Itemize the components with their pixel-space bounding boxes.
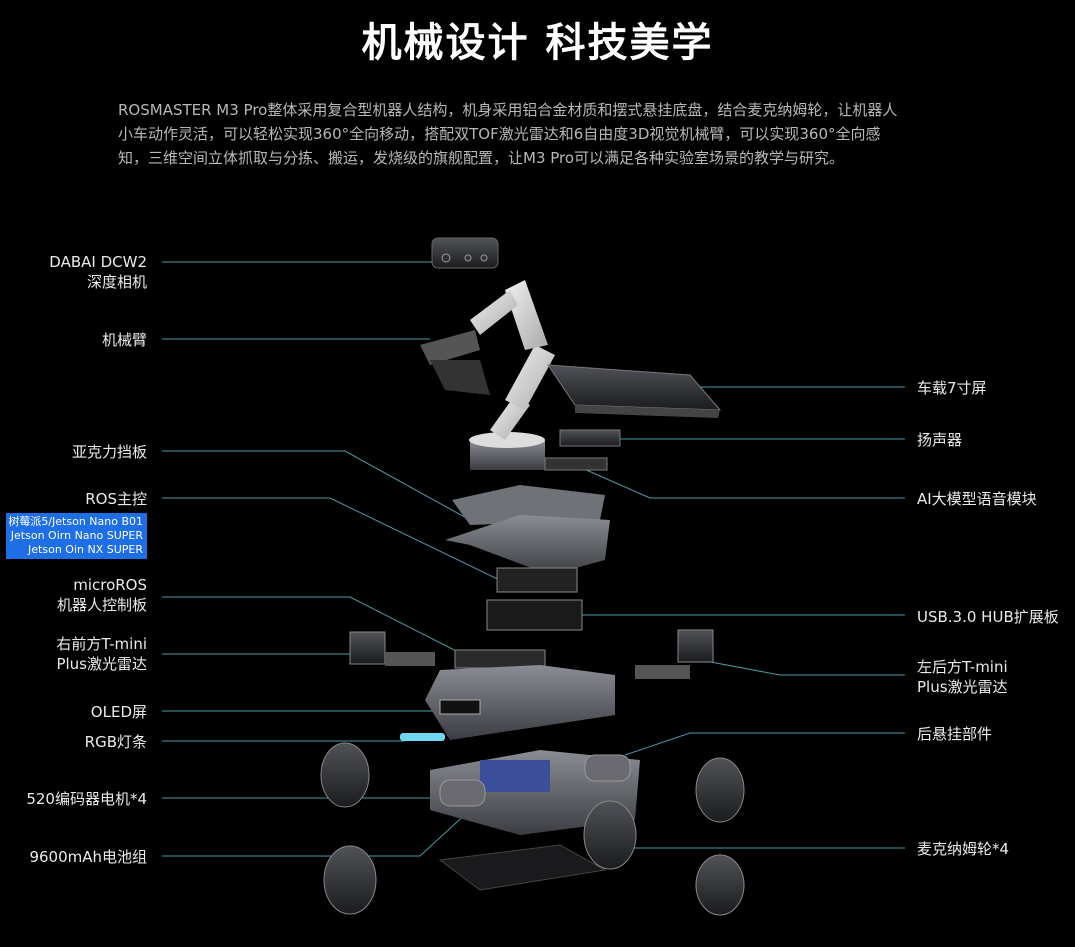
label-rear-lidar-line1: 左后方T-mini — [917, 658, 1008, 676]
ros-option-1: 树莓派5/Jetson Nano B01 — [8, 515, 143, 528]
label-ai-module: AI大模型语音模块 — [917, 490, 1037, 508]
ros-options-badge: 树莓派5/Jetson Nano B01 Jetson Oirn Nano SU… — [6, 513, 147, 559]
label-rear-suspension: 后悬挂部件 — [917, 725, 993, 743]
label-oled: OLED屏 — [90, 703, 147, 721]
label-usb-hub: USB.3.0 HUB扩展板 — [917, 608, 1059, 626]
label-robot-arm: 机械臂 — [101, 331, 147, 349]
rgb-strip-graphic — [400, 733, 445, 741]
ros-option-3: Jetson Oin NX SUPER — [28, 543, 143, 556]
usb-hub-graphic — [486, 599, 583, 631]
battery-graphic — [480, 760, 550, 792]
speaker-graphic — [559, 429, 621, 447]
ros-option-2: Jetson Oirn Nano SUPER — [10, 529, 143, 542]
microros-board-graphic — [454, 649, 546, 669]
label-screen: 车载7寸屏 — [917, 379, 987, 397]
label-front-lidar: 右前方T-mini Plus激光雷达 — [56, 634, 147, 674]
label-microros-line2: 机器人控制板 — [56, 596, 147, 614]
oled-graphic — [439, 699, 481, 715]
label-microros: microROS 机器人控制板 — [57, 575, 147, 615]
depth-camera-graphic — [431, 237, 499, 269]
description-paragraph: ROSMASTER M3 Pro整体采用复合型机器人结构，机身采用铝合金材质和摆… — [118, 101, 898, 167]
label-acrylic-plate: 亚克力挡板 — [71, 443, 147, 461]
rear-lidar-graphic — [635, 629, 714, 679]
label-battery: 9600mAh电池组 — [29, 848, 147, 866]
motors-graphic — [439, 754, 631, 807]
label-rear-lidar-line2: Plus激光雷达 — [917, 678, 1008, 696]
label-depth-camera-line1: DABAI DCW2 — [49, 253, 147, 271]
chassis-top-graphic — [425, 665, 615, 740]
screen-graphic — [547, 364, 722, 418]
leader-lines — [162, 261, 905, 857]
ai-module-graphic — [544, 457, 608, 471]
label-depth-camera: DABAI DCW2 深度相机 — [49, 252, 147, 292]
label-ros-main: ROS主控 — [85, 490, 147, 508]
label-front-lidar-line2: Plus激光雷达 — [56, 655, 147, 673]
mecanum-wheels-graphic — [320, 742, 745, 916]
label-speaker: 扬声器 — [917, 431, 963, 449]
page-title: 机械设计 科技美学 — [361, 20, 714, 66]
robot-arm-graphic — [420, 280, 555, 470]
ros-main-board-graphic — [496, 567, 578, 593]
label-rgb-strip: RGB灯条 — [84, 733, 147, 751]
front-lidar-graphic — [349, 631, 435, 666]
label-microros-line1: microROS — [73, 576, 147, 594]
acrylic-plate-graphic — [445, 485, 610, 575]
label-depth-camera-line2: 深度相机 — [86, 273, 147, 291]
label-mecanum-wheel: 麦克纳姆轮*4 — [917, 840, 1010, 858]
label-front-lidar-line1: 右前方T-mini — [56, 635, 147, 653]
label-rear-lidar: 左后方T-mini Plus激光雷达 — [917, 657, 1008, 697]
label-motor: 520编码器电机*4 — [26, 790, 147, 808]
battery-pack-graphic — [438, 844, 607, 891]
